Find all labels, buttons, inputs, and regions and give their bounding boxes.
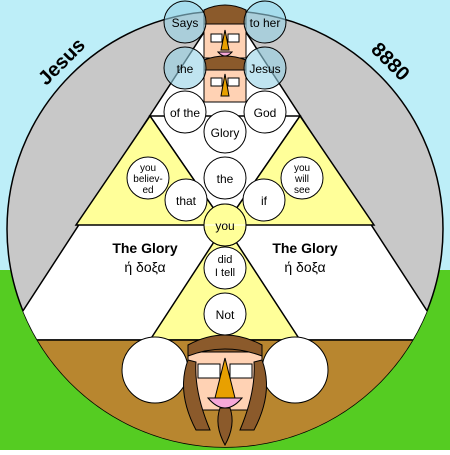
god-text: God: [254, 106, 277, 120]
you-will-see-line-1: you: [294, 163, 310, 174]
glory-circle: Glory: [203, 110, 247, 154]
the-2-text: the: [217, 172, 234, 186]
jesus-circle-text: Jesus: [249, 62, 280, 76]
says-circle: Says: [163, 0, 207, 44]
you-text: you: [215, 219, 234, 233]
did-i-tell-line-1: did: [218, 254, 233, 266]
glory-left-label: The Glory: [112, 240, 178, 256]
glory-right-label: The Glory: [272, 240, 338, 256]
you-believed-line-1: you: [140, 163, 156, 174]
says-text: Says: [172, 16, 199, 30]
greek-left-label: ή δοξα: [124, 259, 165, 275]
you-believed-line-2: believ-: [133, 174, 162, 185]
the-2-circle: the: [203, 156, 247, 200]
glory-text: Glory: [211, 126, 240, 140]
to-her-circle: to her: [243, 0, 287, 44]
you-believed-circle: you believ- ed: [126, 156, 170, 200]
top-face-1: [203, 4, 247, 59]
you-will-see-circle: you will see: [280, 156, 324, 200]
that-circle: that: [164, 178, 208, 222]
top-face-2: [203, 55, 247, 103]
of-the-circle: of the: [163, 90, 207, 134]
that-text: that: [176, 194, 197, 208]
did-i-tell-circle: did I tell: [203, 246, 247, 290]
to-her-text: to her: [250, 16, 281, 30]
you-will-see-line-2: will: [294, 174, 309, 185]
the-1-text: the: [177, 62, 194, 76]
did-i-tell-line-2: I tell: [215, 267, 235, 279]
the-1-circle: the: [163, 46, 207, 90]
if-text: if: [261, 194, 268, 208]
bottom-face: [121, 334, 329, 447]
not-circle: Not: [203, 292, 247, 336]
greek-right-label: ή δοξα: [284, 259, 325, 275]
god-circle: God: [243, 90, 287, 134]
jesus-circle: Jesus: [243, 46, 287, 90]
of-the-text: of the: [170, 106, 200, 120]
if-circle: if: [242, 178, 286, 222]
not-text: Not: [216, 308, 235, 322]
you-believed-line-3: ed: [142, 185, 153, 196]
you-will-see-line-3: see: [294, 185, 311, 196]
you-circle: you: [203, 203, 247, 247]
